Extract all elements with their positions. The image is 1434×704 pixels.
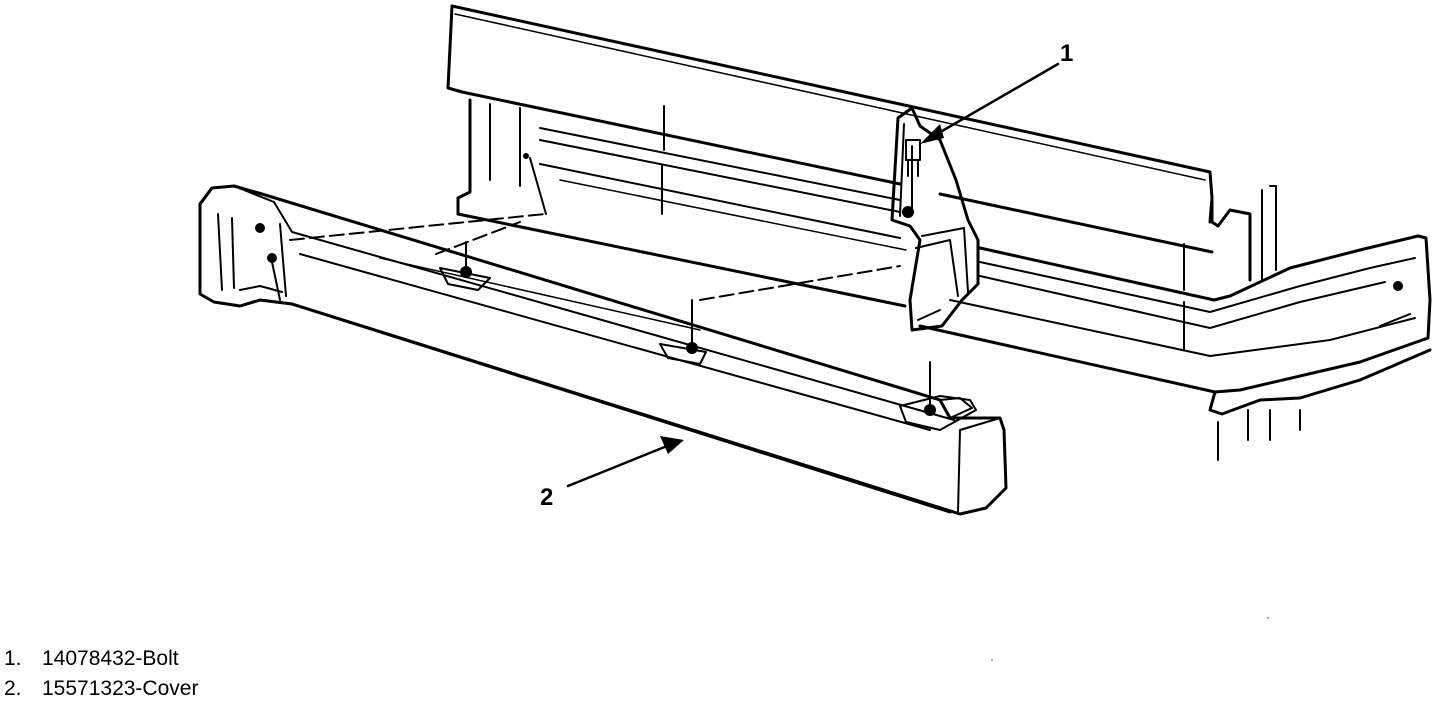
legend-item-text: 15571323-Cover — [42, 677, 199, 700]
legend-item-number: 1. — [4, 647, 22, 670]
bolt-heads — [255, 153, 1403, 416]
legend-item-text: 14078432-Bolt — [42, 647, 179, 670]
bumper-fascia — [446, 4, 1432, 416]
leader-line-1 — [928, 62, 1060, 140]
bolt-markers — [271, 105, 1301, 461]
callout-number-2: 2 — [540, 484, 554, 511]
parts-legend: 1. 14078432-Bolt 2. 15571323-Cover — [4, 644, 198, 704]
alignment-lines — [289, 213, 901, 301]
scan-specks — [991, 617, 1269, 661]
leader-arrow-2 — [660, 436, 684, 454]
legend-item-number: 2. — [4, 677, 22, 700]
leader-line-2 — [566, 442, 674, 488]
legend-item: 1. 14078432-Bolt — [4, 644, 198, 674]
mounting-bracket — [890, 106, 980, 332]
leader-arrow-1 — [920, 124, 944, 144]
callout-number-1: 1 — [1060, 40, 1074, 67]
bolt-1 — [905, 139, 921, 177]
bumper-cover — [198, 184, 1008, 516]
legend-item: 2. 15571323-Cover — [4, 674, 198, 704]
